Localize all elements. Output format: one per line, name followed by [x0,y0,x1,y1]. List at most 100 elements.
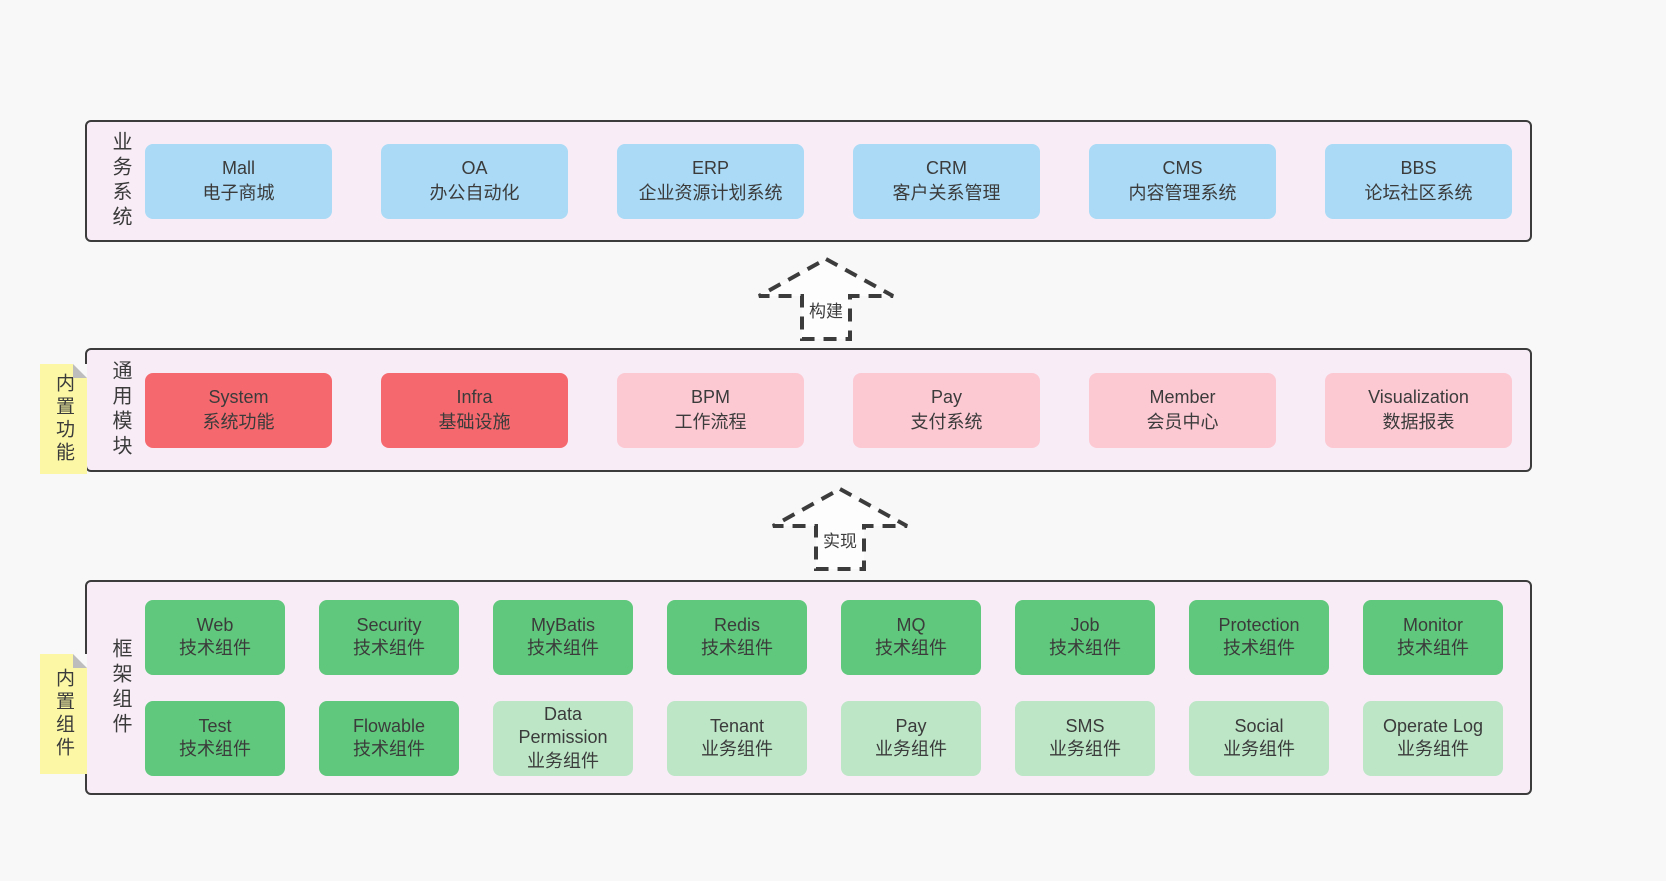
box-mybatis: MyBatis 技术组件 [493,599,633,675]
sticky-note-built-in-features: 内置功能 [40,364,87,474]
box-subtitle: 企业资源计划系统 [638,183,783,203]
box-title: BPM [690,386,730,407]
box-subtitle: 技术组件 [1397,638,1469,658]
arrow-build: 构建 [756,256,896,342]
box-visualization: Visualization 数据报表 [1325,372,1512,448]
panel-framework-components-label: 框架组件 [109,637,131,738]
box-title: Protection [1218,614,1300,635]
box-test: Test 技术组件 [145,700,285,776]
box-title: Redis [713,614,761,635]
box-subtitle: 业务组件 [1397,739,1469,759]
box-subtitle: 技术组件 [701,638,773,658]
box-subtitle: 系统功能 [202,412,275,432]
sticky-note-label: 内置功能 [53,373,74,465]
box-title: Flowable [352,715,426,736]
box-title: MQ [896,614,926,635]
common-modules-box-grid: System 系统功能 Infra 基础设施 BPM 工作流程 Pay 支付系统 Member 会… [145,372,1512,448]
box-title: Job [1070,614,1100,635]
box-title: Tenant [709,715,765,736]
box-subtitle: 业务组件 [701,739,773,759]
box-operate-log: Operate Log 业务组件 [1363,700,1503,776]
box-subtitle: 内容管理系统 [1128,183,1237,203]
box-subtitle: 会员中心 [1146,412,1219,432]
box-subtitle: 业务组件 [1049,739,1121,759]
box-title: CMS [1162,157,1203,178]
box-subtitle: 数据报表 [1382,412,1455,432]
box-title: Pay [895,715,927,736]
box-flowable: Flowable 技术组件 [319,700,459,776]
box-title: Mall [221,157,255,178]
arrow-implement-label: 实现 [820,526,860,553]
sticky-note-built-in-components: 内置组件 [40,654,87,774]
box-subtitle: 电子商城 [202,183,275,203]
box-social: Social 业务组件 [1189,700,1329,776]
box-pay: Pay 业务组件 [841,700,981,776]
box-title: MyBatis [530,614,595,635]
box-erp: ERP 企业资源计划系统 [617,143,804,219]
box-subtitle: 工作流程 [674,412,747,432]
panel-business-systems: 业务系统 Mall 电子商城 OA 办公自动化 ERP 企业资源计划系统 CRM 客户关系管理… [85,120,1532,242]
panel-common-modules: 内置功能 通用模块 System 系统功能 Infra 基础设施 BPM 工作流程 Pay 支… [40,348,1532,474]
box-title: Member [1149,386,1216,407]
box-subtitle: 技术组件 [179,739,251,759]
box-sms: SMS 业务组件 [1015,700,1155,776]
box-bpm: BPM 工作流程 [617,372,804,448]
box-subtitle: 技术组件 [353,638,425,658]
box-bbs: BBS 论坛社区系统 [1325,143,1512,219]
box-title: System [208,386,269,407]
sticky-note-label: 内置组件 [53,668,74,760]
box-subtitle: 技术组件 [1223,638,1295,658]
box-security: Security 技术组件 [319,599,459,675]
box-member: Member 会员中心 [1089,372,1276,448]
box-title: Security [356,614,422,635]
box-title: CRM [926,157,967,178]
box-title: Web [196,614,234,635]
box-title: Infra [456,386,493,407]
box-title: BBS [1400,157,1437,178]
box-title: Pay [930,386,963,407]
box-subtitle: 业务组件 [1223,739,1295,759]
box-web: Web 技术组件 [145,599,285,675]
box-title: Monitor [1402,614,1464,635]
box-oa: OA 办公自动化 [381,143,568,219]
box-subtitle: 论坛社区系统 [1364,183,1473,203]
box-mq: MQ 技术组件 [841,599,981,675]
box-redis: Redis 技术组件 [667,599,807,675]
box-subtitle: 技术组件 [353,739,425,759]
box-system: System 系统功能 [145,372,332,448]
box-title: OA [461,157,488,178]
box-tenant: Tenant 业务组件 [667,700,807,776]
box-subtitle: 技术组件 [1049,638,1121,658]
box-protection: Protection 技术组件 [1189,599,1329,675]
box-subtitle: 支付系统 [910,412,983,432]
box-title: Operate Log [1382,715,1484,736]
box-subtitle: 技术组件 [527,638,599,658]
box-title: Social [1234,715,1284,736]
panel-common-modules-label: 通用模块 [109,360,131,460]
box-subtitle: 技术组件 [875,638,947,658]
box-job: Job 技术组件 [1015,599,1155,675]
box-mall: Mall 电子商城 [145,143,332,219]
box-title: ERP [691,157,729,178]
box-subtitle: 客户关系管理 [892,183,1001,203]
box-crm: CRM 客户关系管理 [853,143,1040,219]
box-monitor: Monitor 技术组件 [1363,599,1503,675]
box-pay: Pay 支付系统 [853,372,1040,448]
box-subtitle: 业务组件 [875,739,947,759]
box-subtitle: 办公自动化 [429,183,520,203]
box-subtitle: 业务组件 [527,750,599,771]
business-systems-box-grid: Mall 电子商城 OA 办公自动化 ERP 企业资源计划系统 CRM 客户关系管理 CMS 内容… [145,143,1512,219]
box-subtitle: 技术组件 [179,638,251,658]
box-title: Test [198,715,232,736]
box-title: SMS [1065,715,1105,736]
panel-business-systems-label: 业务系统 [109,131,131,231]
box-title: Data Permission [518,703,608,748]
panel-framework-components: 内置组件 框架组件 Web 技术组件 Security 技术组件 MyBatis 技术组件… [40,580,1532,795]
box-title: Visualization [1368,386,1469,407]
arrow-build-label: 构建 [806,296,846,323]
box-cms: CMS 内容管理系统 [1089,143,1276,219]
box-subtitle: 基础设施 [438,412,511,432]
